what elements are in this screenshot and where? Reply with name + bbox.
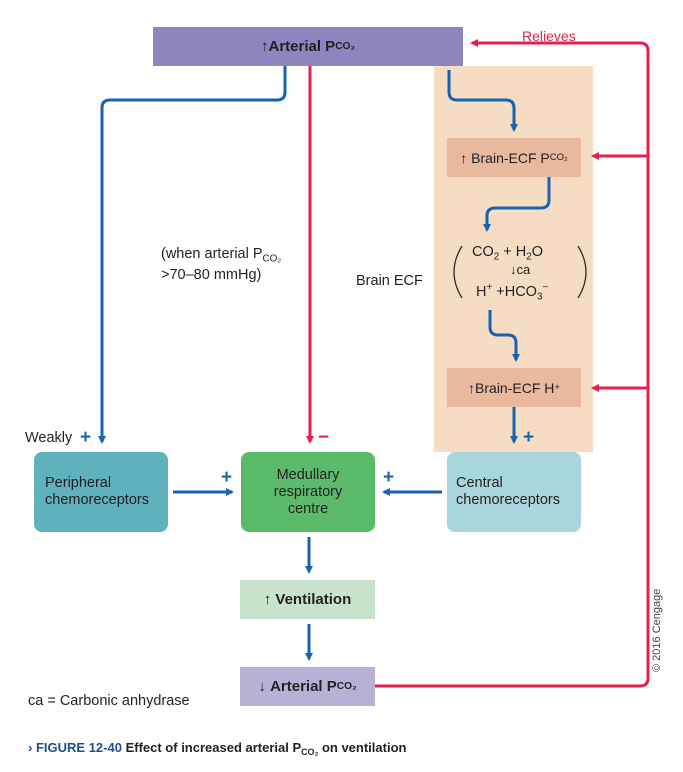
condition-line-2: >70–80 mmHg) bbox=[161, 267, 262, 284]
ventilation-box: ↑ Ventilation bbox=[240, 580, 375, 619]
weakly-label: Weakly bbox=[25, 430, 73, 446]
peripheral-line-1: Peripheral bbox=[45, 475, 112, 491]
peripheral-line-2: chemoreceptors bbox=[45, 492, 149, 508]
medullary-line-2: respiratory bbox=[273, 483, 343, 500]
condition-sub: CO₂ bbox=[262, 253, 282, 265]
caption-text-2: on ventilation bbox=[321, 740, 407, 755]
minus-sign-medullary: − bbox=[318, 427, 330, 448]
arterial-pco2-label: Arterial P bbox=[268, 38, 336, 55]
up-arrow-glyph: ↑ bbox=[468, 379, 476, 396]
figure-number: FIGURE 12-40 bbox=[35, 740, 122, 755]
brain-ecf-label: Brain ECF bbox=[356, 273, 423, 289]
reaction-line-1: CO2 + H2O bbox=[472, 244, 543, 262]
brain-ecf-h-box: ↑Brain-ECF H+ bbox=[447, 368, 581, 407]
caption-marker: › bbox=[28, 740, 33, 755]
hco3-sub: 3 bbox=[536, 291, 543, 303]
plus-text: + bbox=[503, 244, 512, 260]
pco2-subscript: CO₂ bbox=[336, 681, 357, 692]
hco3-sup: − bbox=[542, 282, 549, 293]
carbonic-anhydrase-legend: ca = Carbonic anhydrase bbox=[28, 693, 190, 709]
down-arrow-glyph: ↓ bbox=[258, 678, 266, 695]
up-arrow-glyph: ↑ bbox=[460, 149, 468, 166]
pco2-subscript: CO₂ bbox=[335, 41, 355, 52]
ventilation-label: Ventilation bbox=[275, 591, 352, 608]
caption-text: Effect of increased arterial P bbox=[125, 740, 302, 755]
reaction-right-paren bbox=[577, 245, 587, 299]
condition-line-1: (when arterial P bbox=[161, 246, 263, 262]
arterial-pco2-label: Arterial P bbox=[270, 678, 337, 695]
relieves-label: Relieves bbox=[522, 28, 576, 44]
arrow-top-to-peripheral bbox=[98, 66, 287, 444]
up-arrow-glyph: ↑ bbox=[263, 591, 272, 608]
reaction-catalyst: ↓ca bbox=[510, 262, 530, 277]
medullary-line-3: centre bbox=[287, 500, 329, 517]
medullary-line-1: Medullary bbox=[276, 466, 340, 483]
co2-text: CO bbox=[472, 244, 494, 260]
h2o-sub: 2 bbox=[526, 251, 532, 263]
central-line-2: chemoreceptors bbox=[456, 492, 560, 508]
brain-ecf-pco2-label: Brain-ECF P bbox=[471, 149, 550, 166]
plus-sign-central-input: + bbox=[383, 467, 395, 488]
arrow-ecf-to-reaction bbox=[483, 177, 551, 232]
copyright-notice: © 2016 Cengage bbox=[651, 588, 663, 672]
figure-caption: › FIGURE 12-40 Effect of increased arter… bbox=[28, 740, 406, 757]
h-text: H bbox=[476, 283, 487, 300]
h2o-o: O bbox=[531, 244, 544, 260]
plus-sign-central: + bbox=[523, 427, 535, 448]
plus-text: + bbox=[496, 283, 505, 300]
condition-text: (when arterial PCO₂ >70–80 mmHg) bbox=[161, 246, 281, 284]
co2-sub: 2 bbox=[493, 251, 500, 263]
ca-label: ca bbox=[516, 262, 531, 277]
brain-ecf-h-label: Brain-ECF H bbox=[475, 379, 555, 396]
red-feedback-loop bbox=[375, 39, 650, 688]
hco3-text: HCO bbox=[504, 283, 537, 300]
arrow-reaction-to-h bbox=[488, 310, 520, 362]
arrow-top-to-brain-ecf bbox=[447, 70, 518, 132]
plus-sign-peripheral-input: + bbox=[221, 467, 233, 488]
down-arrow-glyph: ↓ bbox=[510, 262, 517, 277]
reaction-line-2: H+ +HCO3− bbox=[476, 282, 548, 302]
caption-sub: CO₂ bbox=[301, 747, 319, 758]
h-superscript: + bbox=[554, 382, 560, 393]
up-arrow-glyph: ↑ bbox=[260, 38, 269, 55]
pco2-subscript: CO₂ bbox=[549, 152, 568, 163]
central-line-1: Central bbox=[456, 475, 503, 491]
h2o-h: H bbox=[515, 244, 527, 260]
plus-sign-peripheral: + bbox=[80, 427, 92, 448]
reaction-left-paren bbox=[453, 245, 463, 299]
h-sup: + bbox=[486, 282, 493, 293]
